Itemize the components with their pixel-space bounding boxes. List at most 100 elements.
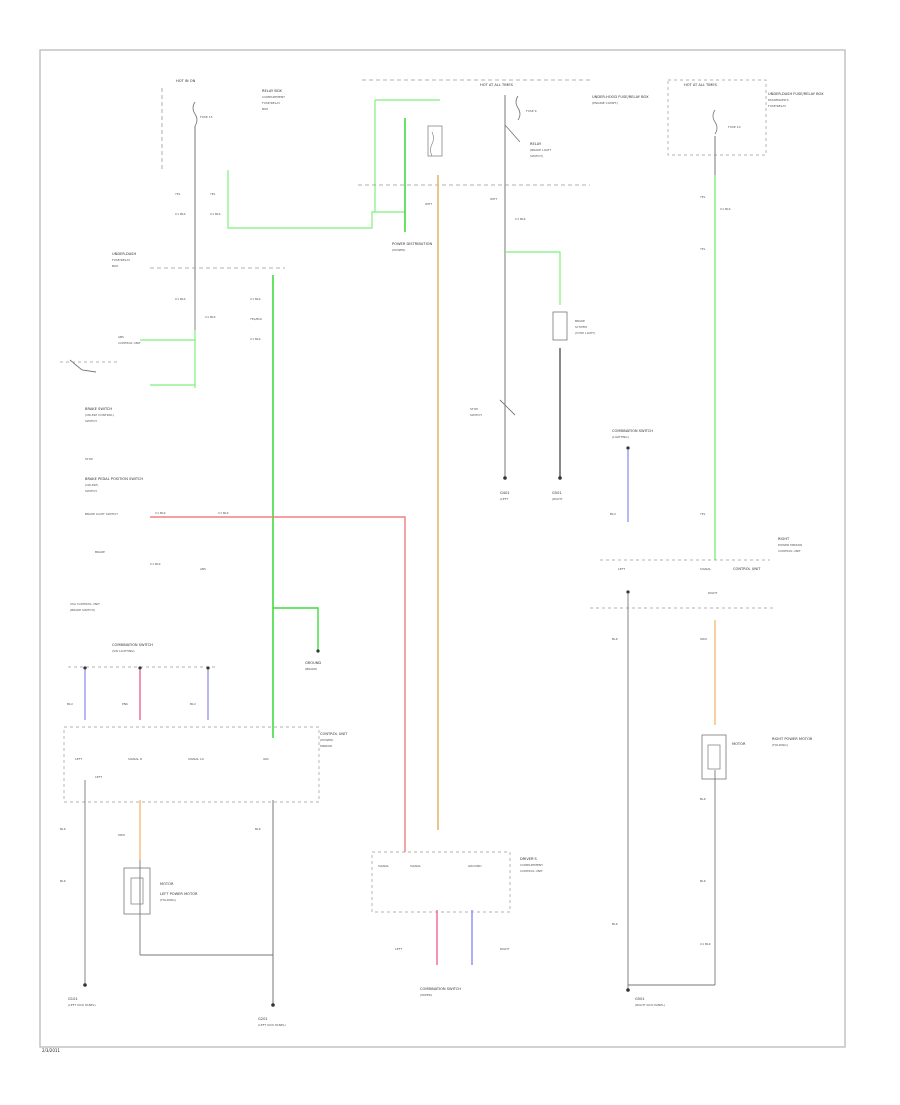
top-mid-fuse-id: FUSE 9 [526,109,537,113]
svg-text:BLK: BLK [60,827,67,831]
svg-text:C1 BLK: C1 BLK [155,511,167,515]
svg-text:COMPARTMENT: COMPARTMENT [262,95,285,99]
svg-text:FUSE/RELAY: FUSE/RELAY [112,258,130,262]
svg-text:BOX: BOX [112,264,118,268]
svg-text:C1 BLK: C1 BLK [720,207,732,211]
svg-text:UNDER-DASH: UNDER-DASH [112,252,136,256]
svg-text:SWITCH): SWITCH) [530,154,543,158]
svg-text:(BRAKE LIGHT: (BRAKE LIGHT [530,148,551,152]
svg-text:BLK: BLK [612,637,619,641]
footer-date: 2/3/2011 [42,1048,60,1053]
mid-bottom-unit: SIGNAL SIGNAL GROUND DRIVER'S COMPARTMEN… [371,851,543,997]
svg-text:C1 BLK: C1 BLK [218,511,230,515]
svg-text:LEFT: LEFT [618,567,625,571]
svg-text:(LEFT KICK PANEL): (LEFT KICK PANEL) [258,1023,286,1027]
svg-text:PNK: PNK [122,702,129,706]
svg-text:BLK: BLK [612,922,619,926]
ground-g4: G201 [258,1017,268,1021]
svg-text:(BRAKE): (BRAKE) [305,667,317,671]
svg-text:BLK: BLK [700,879,707,883]
green-wire-top [227,170,405,229]
svg-text:BRAKE LIGHT SWITCH: BRAKE LIGHT SWITCH [85,512,118,516]
svg-text:LEFT: LEFT [75,757,82,761]
svg-text:MIRROR: MIRROR [320,744,332,748]
relay-label: RELAY [530,142,542,146]
right-control-unit: LEFT SIGNAL CONTROL UNIT RIGHT POWER MIR… [590,537,813,1007]
top-left-fuse-group: HOT IN ON FUSE 15 RELAY BOX COMPARTMENT … [161,79,285,280]
left-control-unit: COMBINATION SWITCH (SW LIGHTING) BLU PNK… [60,643,348,1027]
svg-text:(POWER): (POWER) [392,248,405,252]
svg-text:FUSE/RELAY: FUSE/RELAY [262,101,280,105]
svg-text:CONTROL UNIT: CONTROL UNIT [520,869,543,873]
red-wire [150,516,406,852]
svg-text:COMPARTMENT: COMPARTMENT [520,863,543,867]
svg-text:C1 BLK: C1 BLK [700,942,712,946]
svg-text:STOP: STOP [470,407,478,411]
svg-text:SIGNAL R: SIGNAL R [128,757,142,761]
svg-text:SIGNAL: SIGNAL [700,567,711,571]
diagram-frame [39,49,846,1048]
svg-text:YEL: YEL [700,247,706,251]
svg-text:(ENGINE COMPT.): (ENGINE COMPT.) [592,101,618,105]
svg-text:(RIGHT: (RIGHT [552,497,563,501]
svg-text:WHT: WHT [490,197,497,201]
power-dist-label: POWER DISTRIBUTION [392,242,432,246]
left-motor-label: LEFT POWER MOTOR [160,892,198,896]
svg-text:BLU: BLU [67,702,73,706]
motor-label-right: MOTOR [732,742,746,746]
top-left-fuse-label: HOT IN ON [176,79,196,83]
svg-text:(SW LIGHTING): (SW LIGHTING) [112,649,135,653]
svg-text:SWITCH: SWITCH [85,489,97,493]
svg-text:SIGNAL LO: SIGNAL LO [188,757,205,761]
svg-text:C1 BLK: C1 BLK [250,297,262,301]
top-left-desc: RELAY BOX [262,89,282,93]
svg-text:WHT: WHT [425,202,432,206]
brake-pedal-label: BRAKE PEDAL POSITION SWITCH [85,477,143,481]
svg-text:IGN: IGN [263,757,268,761]
svg-text:(FOLDING): (FOLDING) [772,743,788,747]
svg-text:C1 BLK: C1 BLK [175,297,187,301]
combo-switch-label-right: COMBINATION SWITCH [612,429,653,433]
svg-text:DRIVER'S: DRIVER'S [520,857,538,861]
svg-text:RIGHT: RIGHT [708,591,718,595]
svg-text:C1 BLK: C1 BLK [515,217,527,221]
top-mid-desc: UNDER-HOOD FUSE/RELAY BOX [592,95,649,99]
svg-text:C1 BLK: C1 BLK [150,562,162,566]
top-right-fuse-label: HOT AT ALL TIMES [684,83,718,87]
svg-text:GROUND: GROUND [468,864,482,868]
svg-text:VSA CONTROL UNIT: VSA CONTROL UNIT [70,602,100,606]
svg-text:BLU: BLU [610,512,616,516]
ground-g1: G101 [68,997,78,1001]
ground-g2: G401 [500,491,510,495]
svg-text:BLK: BLK [60,879,67,883]
svg-text:ORN: ORN [118,833,125,837]
right-fuse-group: HOT AT ALL TIMES FUSE 10 UNDER-DASH FUSE… [667,79,824,560]
svg-text:C1 BLK: C1 BLK [205,315,217,319]
svg-text:LEFT: LEFT [395,947,402,951]
svg-text:BLK: BLK [255,827,262,831]
svg-text:(STOP LIGHT): (STOP LIGHT) [575,331,595,335]
ground-label: GROUND [305,661,321,665]
svg-text:(LEFT: (LEFT [500,497,508,501]
svg-text:YEL: YEL [700,512,706,516]
svg-text:ABS: ABS [200,567,206,571]
svg-text:C1 BLK: C1 BLK [250,337,262,341]
svg-text:ORN: ORN [700,637,707,641]
control-unit-label-left: CONTROL UNIT [320,732,348,736]
svg-text:BRAKE: BRAKE [95,550,105,554]
svg-text:SIGNAL: SIGNAL [410,864,421,868]
svg-text:ABS: ABS [118,335,124,339]
svg-text:FUSE/RELAY: FUSE/RELAY [768,104,786,108]
top-left-fuse-id: FUSE 15 [200,115,213,119]
svg-text:LEFT: LEFT [95,775,102,779]
right-combo: COMBINATION SWITCH (LIGHTING) BLU [610,429,653,522]
svg-text:(POWER): (POWER) [320,738,333,742]
svg-text:BLU: BLU [190,702,196,706]
svg-text:SWITCH: SWITCH [470,413,482,417]
top-mid-fuse-group: HOT AT ALL TIMES FUSE 9 UNDER-HOOD FUSE/… [358,79,649,260]
mid-connector-group: BRAKE SYSTEM (STOP LIGHT) STOP SWITCH G4… [470,251,595,501]
svg-text:STOP: STOP [85,457,93,461]
svg-text:YEL: YEL [175,192,181,196]
svg-text:YEL/BLK: YEL/BLK [250,317,263,321]
